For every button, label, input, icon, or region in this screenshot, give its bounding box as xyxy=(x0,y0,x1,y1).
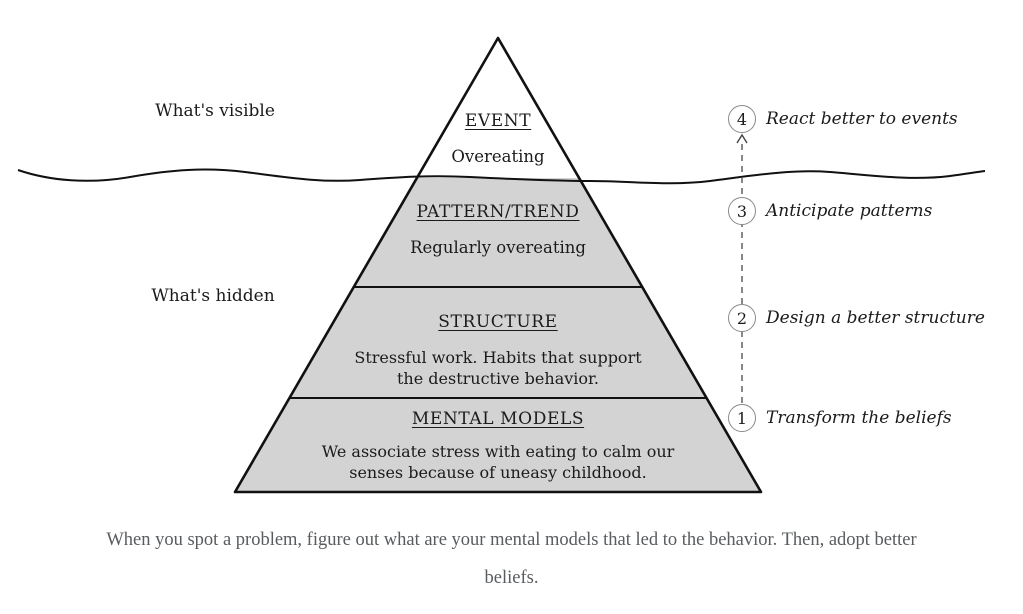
level-event-body: Overeating xyxy=(451,147,545,166)
leverage-point-2: 2 Design a better structure xyxy=(728,304,985,332)
leverage-label-2: Design a better structure xyxy=(766,308,985,328)
leverage-label-4: React better to events xyxy=(766,109,958,129)
level-mentalmodels-body: We associate stress with eating to calm … xyxy=(322,441,675,483)
leverage-point-1: 1 Transform the beliefs xyxy=(728,404,952,432)
level-structure-body-line2: the destructive behavior. xyxy=(396,369,599,388)
level-pattern-body: Regularly overeating xyxy=(410,238,586,257)
leverage-circle-2: 2 xyxy=(728,304,756,332)
leverage-point-3: 3 Anticipate patterns xyxy=(728,197,932,225)
waterline-wave xyxy=(17,168,986,185)
level-pattern-title: PATTERN/TREND xyxy=(416,202,580,222)
leverage-point-4: 4 React better to events xyxy=(728,105,958,133)
level-mentalmodels-body-line1: We associate stress with eating to calm … xyxy=(321,442,675,461)
iceberg-submerged-fill xyxy=(235,178,761,492)
caption-line1: When you spot a problem, figure out what… xyxy=(106,530,917,550)
level-mentalmodels-title: MENTAL MODELS xyxy=(411,409,585,429)
leverage-circle-4: 4 xyxy=(728,105,756,133)
caption: When you spot a problem, figure out what… xyxy=(0,521,1023,597)
level-mentalmodels-body-line2: senses because of uneasy childhood. xyxy=(349,463,647,482)
level-event-title: EVENT xyxy=(464,111,532,131)
caption-line2: beliefs. xyxy=(484,568,539,588)
leverage-circle-1: 1 xyxy=(728,404,756,432)
whats-hidden-text: What's hidden xyxy=(151,286,275,306)
whats-visible-text: What's visible xyxy=(155,101,275,121)
leverage-label-3: Anticipate patterns xyxy=(766,201,933,221)
arrow-up-icon xyxy=(736,133,748,144)
iceberg-triangle-outline xyxy=(233,36,763,494)
leverage-label-1: Transform the beliefs xyxy=(766,408,952,428)
level-structure-body: Stressful work. Habits that support the … xyxy=(354,347,641,389)
level-structure-body-line1: Stressful work. Habits that support xyxy=(354,348,642,367)
leverage-circle-3: 3 xyxy=(728,197,756,225)
level-structure-title: STRUCTURE xyxy=(438,312,558,332)
